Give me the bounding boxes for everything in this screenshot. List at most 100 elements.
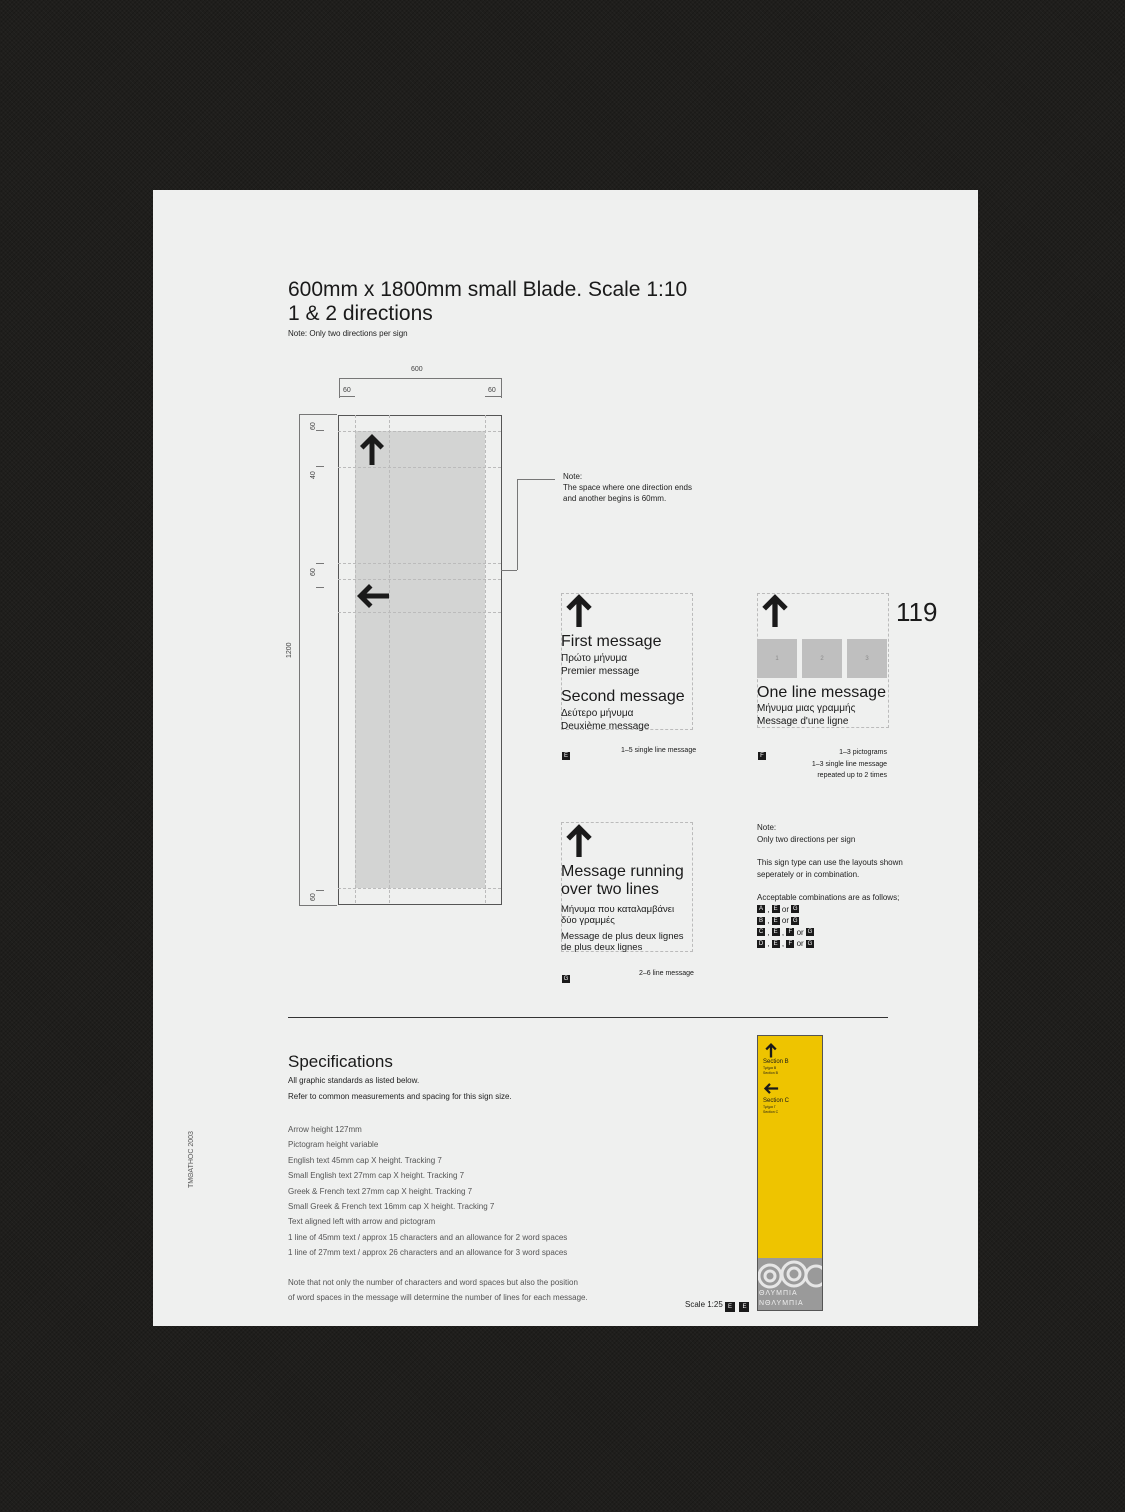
dim-margin-left: 60 bbox=[343, 387, 351, 394]
dim-line-small bbox=[339, 396, 355, 397]
logo-text-2: ΝΘΛΥΜΠΙΑ bbox=[759, 1300, 804, 1307]
side-credit: ΤΜΘΑΤΗΟC 2003 bbox=[188, 1131, 195, 1188]
spec-item: Small Greek & French text 16mm cap X hei… bbox=[288, 1202, 495, 1212]
layout-e-first-en: First message bbox=[561, 633, 662, 650]
dim-tick bbox=[501, 378, 502, 398]
layout-f-letter: F bbox=[758, 747, 766, 765]
guide-line bbox=[485, 415, 486, 903]
olympic-pattern-logo bbox=[758, 1258, 822, 1310]
dim-margin-right: 60 bbox=[488, 387, 496, 394]
dim-line-top bbox=[339, 378, 501, 379]
layout-g-fr: Message de plus deux lignes de plus deux… bbox=[561, 931, 684, 953]
title-line-2: 1 & 2 directions bbox=[288, 302, 433, 325]
dim-tick bbox=[299, 905, 337, 906]
drawing-sheet: 600mm x 1800mm small Blade. Scale 1:10 1… bbox=[153, 190, 978, 1326]
layout-g-gr-2: δύο γραμμές bbox=[561, 915, 615, 926]
layout-g-caption: 2–6 line message bbox=[639, 970, 694, 977]
spec-item: Text aligned left with arrow and pictogr… bbox=[288, 1217, 436, 1227]
dim-line-left bbox=[299, 414, 300, 906]
specs-footnote-2: of word spaces in the message will deter… bbox=[288, 1293, 588, 1303]
combo-note-line-4: Acceptable combinations are as follows; bbox=[757, 893, 900, 902]
layout-g-gr: Μήνυμα που καταλαμβάνει δύο γραμμές bbox=[561, 904, 674, 926]
spec-item: 1 line of 45mm text / approx 15 characte… bbox=[288, 1232, 568, 1242]
layout-e-caption: 1–5 single line message bbox=[621, 747, 697, 754]
dim-tick bbox=[316, 890, 324, 891]
gap-note-line-2: and another begins is 60mm. bbox=[563, 494, 667, 503]
combo-row: D , E , F or G bbox=[757, 939, 814, 948]
gap-note-label: Note: bbox=[563, 472, 583, 481]
logo-text-1: ΘΛΥΜΠΙΑ bbox=[759, 1290, 798, 1297]
specs-footnote: Note that not only the number of charact… bbox=[288, 1275, 588, 1306]
dim-v1: 60 bbox=[310, 422, 317, 430]
pictogram-placeholder-1: 1 bbox=[757, 639, 797, 678]
layout-f-caption-1: 1–3 pictograms bbox=[839, 749, 887, 756]
sample-blade-sign: Section B Τμήμα Β Section B Section C Τμ… bbox=[757, 1035, 823, 1311]
combo-note-line-1: Only two directions per sign bbox=[757, 834, 856, 844]
guide-line bbox=[338, 888, 501, 889]
layout-e-first-gr: Πρώτο μήνυμα bbox=[561, 653, 628, 664]
subtitle-note: Note: Only two directions per sign bbox=[288, 329, 408, 338]
layout-g-letter: G bbox=[562, 970, 570, 988]
combo-row: C , E , F or G bbox=[757, 927, 814, 937]
dim-tick bbox=[316, 587, 324, 588]
dim-height-total: 1200 bbox=[286, 642, 293, 658]
dim-line-small bbox=[485, 396, 501, 397]
layout-g-box bbox=[561, 822, 693, 952]
gap-note-line-1: The space where one direction ends bbox=[563, 483, 692, 492]
spec-item: Pictogram height variable bbox=[288, 1140, 379, 1150]
layout-e-second-gr: Δεύτερο μήνυμα bbox=[561, 708, 634, 719]
spec-item: Arrow height 127mm bbox=[288, 1125, 362, 1134]
arrow-up-icon bbox=[360, 434, 384, 465]
guide-line bbox=[338, 612, 501, 613]
combo-note-label: Note: bbox=[757, 823, 777, 832]
dim-tick bbox=[316, 430, 324, 431]
combo-row: A , E or G bbox=[757, 904, 800, 914]
sample-section-b-gr: Τμήμα Β bbox=[763, 1066, 777, 1070]
leader-line bbox=[517, 479, 518, 570]
specs-footnote-1: Note that not only the number of charact… bbox=[288, 1278, 578, 1287]
guide-line bbox=[338, 431, 501, 432]
pictogram-placeholder-3: 3 bbox=[847, 639, 887, 678]
spec-item: Small English text 27mm cap X height. Tr… bbox=[288, 1171, 465, 1181]
letter-badge: F bbox=[758, 751, 766, 760]
leader-line bbox=[517, 479, 555, 480]
dim-tick bbox=[316, 563, 324, 564]
arrow-up-icon bbox=[765, 1043, 777, 1058]
spec-item: 1 line of 27mm text / approx 26 characte… bbox=[288, 1248, 568, 1258]
title-line-1: 600mm x 1800mm small Blade. Scale 1:10 bbox=[288, 278, 688, 301]
specs-intro-2: Refer to common measurements and spacing… bbox=[288, 1092, 512, 1101]
sample-section-c: Section C bbox=[763, 1098, 790, 1104]
sample-section-b: Section B bbox=[763, 1059, 789, 1065]
letter-badge: E bbox=[562, 751, 570, 760]
guide-line bbox=[355, 415, 356, 903]
layout-g-fr-2: de plus deux lignes bbox=[561, 942, 643, 953]
combo-note-line-2: This sign type can use the layouts shown bbox=[757, 858, 903, 867]
sample-section-b-fr: Section B bbox=[763, 1071, 778, 1075]
layout-e-first-fr: Premier message bbox=[561, 666, 640, 677]
guide-line bbox=[338, 563, 501, 564]
blade-outline bbox=[338, 415, 502, 905]
letter-badge: E bbox=[725, 1301, 735, 1312]
dim-tick bbox=[299, 414, 337, 415]
spec-item: English text 45mm cap X height. Tracking… bbox=[288, 1155, 442, 1165]
layout-e-second-fr: Deuxième message bbox=[561, 721, 650, 732]
specs-intro-1: All graphic standards as listed below. bbox=[288, 1076, 420, 1085]
layout-g-fr-1: Message de plus deux lignes bbox=[561, 931, 684, 942]
leader-line bbox=[501, 570, 517, 571]
sample-section-c-gr: Τμήμα Γ bbox=[763, 1105, 776, 1109]
layout-f-caption-3: repeated up to 2 times bbox=[817, 772, 887, 779]
layout-g-en-2: over two lines bbox=[561, 881, 659, 898]
page-number: 119 bbox=[896, 597, 938, 627]
guide-line bbox=[338, 579, 501, 580]
page-title: 600mm x 1800mm small Blade. Scale 1:10 1… bbox=[288, 278, 687, 326]
blade-message-area bbox=[355, 431, 485, 888]
letter-badge: E bbox=[739, 1301, 750, 1312]
dim-width-total: 600 bbox=[411, 366, 423, 373]
guide-line bbox=[338, 467, 501, 468]
gap-note: Note: The space where one direction ends… bbox=[563, 471, 692, 504]
layout-e-box bbox=[561, 593, 693, 730]
layout-g-en-1: Message running bbox=[561, 863, 684, 880]
layout-e-letter: E bbox=[562, 747, 570, 765]
combo-note-line-3: seperately or in combination. bbox=[757, 869, 860, 879]
specs-list: Arrow height 127mm Pictogram height vari… bbox=[288, 1122, 567, 1261]
